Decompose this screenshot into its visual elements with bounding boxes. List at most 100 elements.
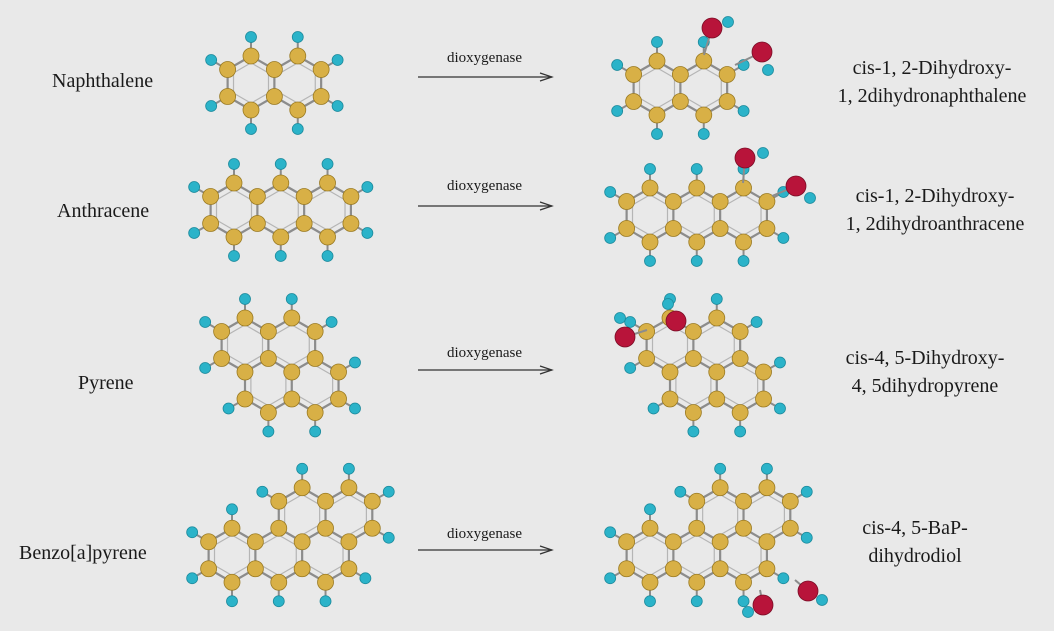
hydrogen-atom <box>382 531 395 544</box>
carbon-atom <box>641 233 659 251</box>
hydrogen-atom <box>674 485 687 498</box>
carbon-atom <box>213 350 231 367</box>
carbon-atom <box>618 220 636 237</box>
carbon-atom <box>363 519 381 537</box>
product-name-4: cis-4, 5-BaP- dihydrodiol <box>830 514 1000 570</box>
carbon-atom <box>648 106 666 124</box>
hydrogen-atom <box>331 100 344 112</box>
hydrogen-atom <box>321 250 334 262</box>
hydrogen-atom <box>714 462 727 475</box>
carbon-atom <box>731 350 749 367</box>
carbon-atom <box>200 533 218 551</box>
carbon-atom <box>688 492 706 510</box>
naphthalene-molecule <box>205 31 344 135</box>
hydrogen-atom <box>309 425 322 438</box>
carbon-atom <box>664 220 682 237</box>
carbon-atom <box>330 390 347 408</box>
oxygen-atom <box>797 580 819 602</box>
hydrogen-atom <box>624 316 637 328</box>
carbon-atom <box>283 309 301 327</box>
carbon-atom <box>295 188 313 205</box>
enzyme-label-2: dioxygenase <box>447 178 522 194</box>
hydrogen-atom <box>382 485 395 498</box>
enzyme-label-3: dioxygenase <box>447 345 522 361</box>
carbon-atom <box>711 193 729 210</box>
carbon-atom <box>340 560 358 578</box>
carbon-atom <box>711 479 729 497</box>
carbon-atom <box>708 390 726 408</box>
hydrogen-atom <box>274 250 287 262</box>
carbon-atom <box>671 66 689 83</box>
hydrogen-atom <box>296 462 309 475</box>
hydrogen-atom <box>624 362 637 374</box>
carbon-atom <box>695 106 713 124</box>
carbon-atom <box>618 193 636 210</box>
hydrogen-atom <box>186 526 199 539</box>
hydrogen-atom <box>800 531 813 544</box>
oxygen-atom <box>734 147 756 169</box>
hydrogen-atom <box>199 316 212 328</box>
hydrogen-atom <box>291 31 304 43</box>
hydrogen-atom <box>226 595 238 608</box>
hydrogen-atom <box>777 572 790 585</box>
carbon-atom <box>270 519 288 537</box>
product-line-2b: 1, 2dihydroanthracene <box>845 213 1025 235</box>
carbon-atom <box>248 188 266 205</box>
carbon-atom <box>781 492 799 510</box>
hydrogen-atom <box>604 572 617 585</box>
hydrogen-atom <box>644 595 656 608</box>
reaction-arrow-4 <box>418 545 554 555</box>
hydrogen-atom <box>321 158 334 170</box>
carbon-atom <box>248 215 266 232</box>
carbon-atom <box>661 363 679 381</box>
hydrogen-atom <box>604 186 617 198</box>
hydrogen-atom <box>737 105 750 117</box>
hydrogen-atom <box>199 362 212 374</box>
carbon-atom <box>272 228 290 246</box>
hydrogen-atom <box>186 572 199 585</box>
enzyme-label-4: dioxygenase <box>447 526 522 542</box>
oxygen-atom <box>701 17 723 39</box>
dihydroanthracene-diol-molecule <box>604 147 816 267</box>
carbon-atom <box>270 573 288 591</box>
carbon-atom <box>718 93 736 110</box>
carbon-atom <box>236 309 254 327</box>
hydrogen-atom <box>228 158 240 170</box>
product-line-2a: cis-1, 2-Dihydroxy- <box>855 185 1015 207</box>
carbon-atom <box>638 323 656 340</box>
carbon-atom <box>688 519 706 537</box>
product-name-1: cis-1, 2-Dihydroxy- 1, 2dihydronaphthale… <box>812 54 1052 110</box>
carbon-atom <box>312 61 330 78</box>
hydrogen-atom <box>285 293 298 305</box>
substrate-name-pyrene: Pyrene <box>78 372 134 394</box>
hydrogen-atom <box>742 606 754 618</box>
carbon-atom <box>283 363 301 381</box>
oxygen-atom <box>751 41 773 63</box>
hydrogen-atom <box>816 594 828 606</box>
hydrogen-atom <box>644 503 656 516</box>
carbon-atom <box>317 573 334 591</box>
hydrogen-atom <box>349 356 361 369</box>
enzyme-label-1: dioxygenase <box>447 50 522 66</box>
reaction-arrow-3 <box>418 365 554 375</box>
hydrogen-atom <box>228 250 240 262</box>
carbon-atom <box>735 492 752 510</box>
carbon-atom <box>265 88 283 105</box>
hydrogen-atom <box>611 59 624 71</box>
carbon-atom <box>259 350 277 367</box>
hydrogen-atom <box>734 425 747 438</box>
hydrogen-atom <box>757 147 769 159</box>
carbon-atom <box>664 560 682 578</box>
hydrogen-atom <box>291 123 304 135</box>
carbon-atom <box>735 519 752 537</box>
carbon-atom <box>319 228 336 246</box>
hydrogen-atom <box>604 232 617 244</box>
hydrogen-atom <box>690 163 703 175</box>
hydrogen-atom <box>761 462 773 475</box>
product-line-1a: cis-1, 2-Dihydroxy- <box>852 57 1012 79</box>
carbon-atom <box>202 188 220 205</box>
carbon-atom <box>219 61 237 78</box>
carbon-atom <box>625 93 643 110</box>
carbon-atom <box>688 179 706 197</box>
hydrogen-atom <box>662 298 674 310</box>
